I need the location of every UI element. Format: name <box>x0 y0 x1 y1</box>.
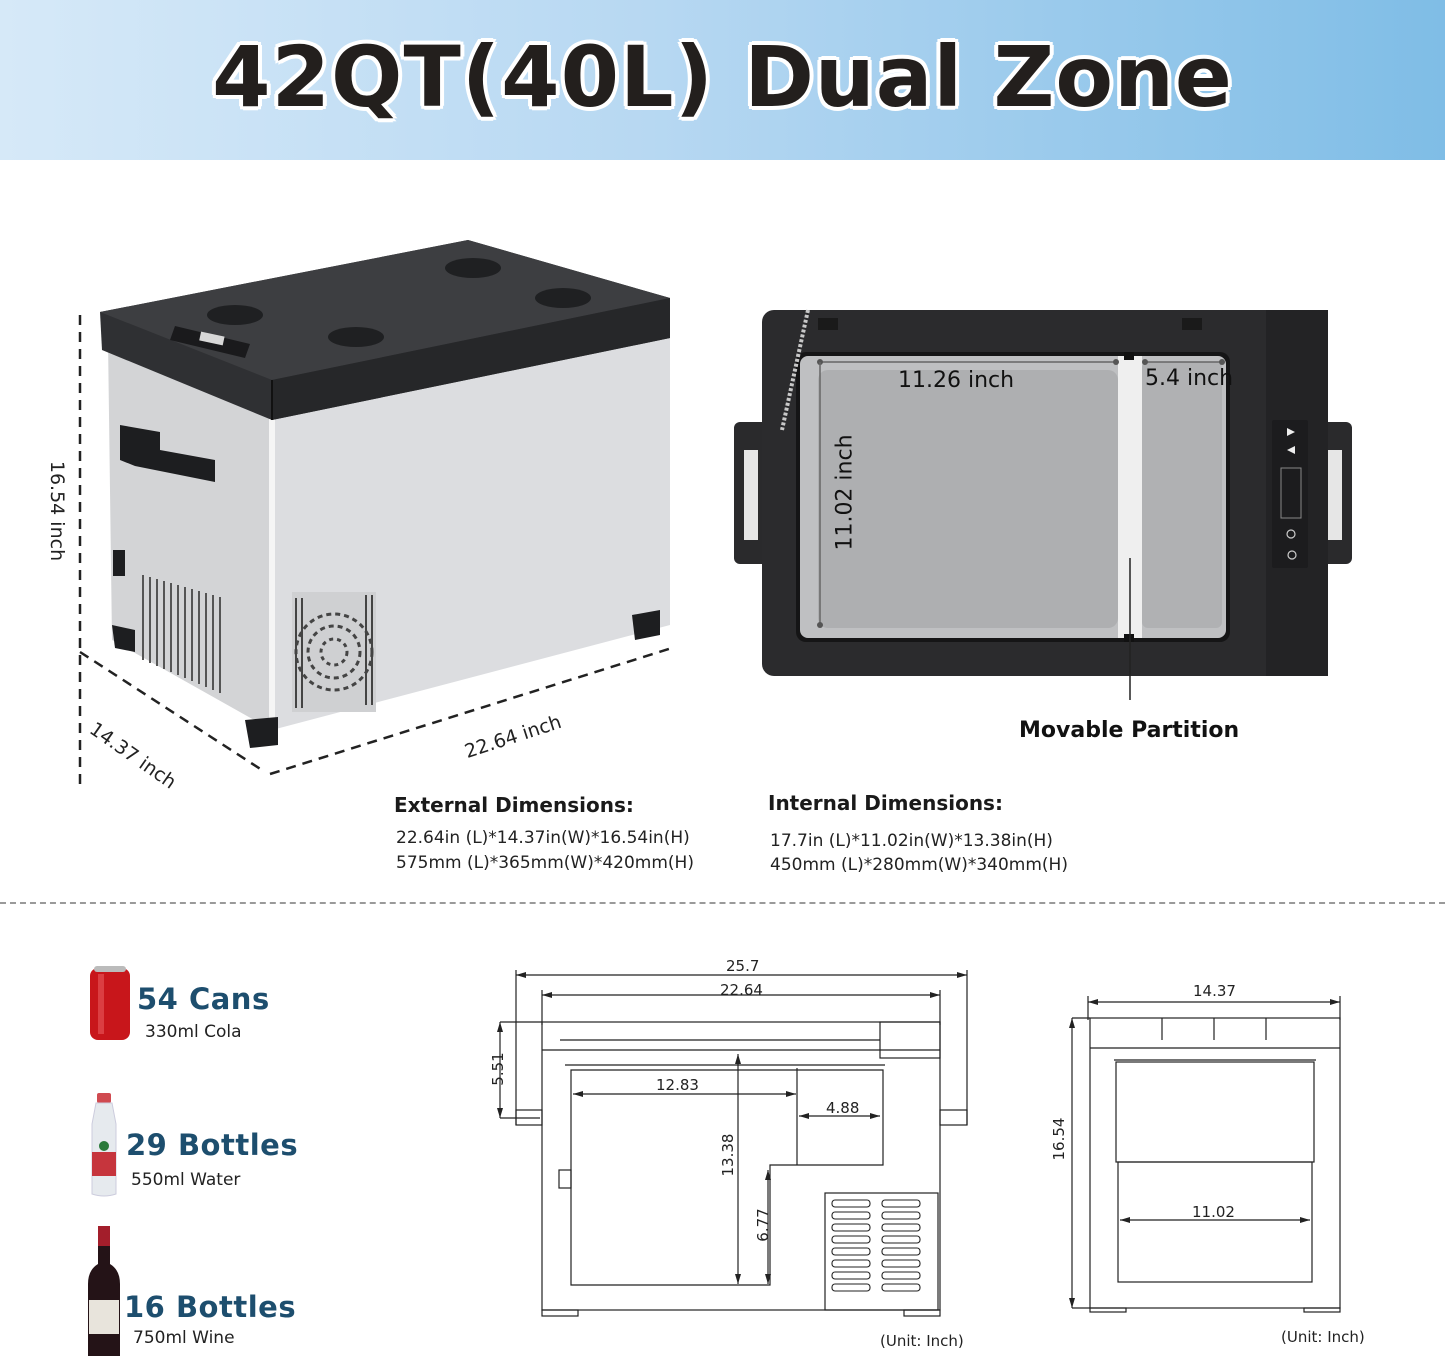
cooler-top-view <box>734 309 1352 700</box>
front-unit-label: (Unit: Inch) <box>880 1332 964 1350</box>
side-unit-label: (Unit: Inch) <box>1281 1328 1365 1346</box>
internal-dimensions-title: Internal Dimensions: <box>768 791 1003 815</box>
capacity-cans-desc: 330ml Cola <box>145 1022 242 1042</box>
lid-chain-icon <box>780 309 810 431</box>
front-internal-height: 13.38 <box>719 1133 737 1177</box>
settings-icon <box>1286 529 1296 539</box>
capacity-wine-count: 16 Bottles <box>124 1290 297 1324</box>
hinge-icon <box>1182 318 1202 330</box>
title-banner <box>0 0 1445 160</box>
page-title: 42QT(40L) Dual Zone <box>212 28 1233 126</box>
capacity-wine-desc: 750ml Wine <box>133 1328 235 1348</box>
small-zone <box>1142 362 1222 628</box>
front-technical-drawing <box>497 970 968 1317</box>
front-fan-vent-icon <box>292 592 376 712</box>
cup-holder <box>328 327 384 347</box>
external-dimensions-title: External Dimensions: <box>394 793 634 817</box>
foot <box>245 717 278 748</box>
arrow-up-icon <box>1287 428 1295 436</box>
display-icon <box>1280 467 1302 519</box>
width-dimension-line <box>79 650 266 774</box>
cup-holder <box>535 288 591 308</box>
top-length-label: 11.26 inch <box>898 368 1015 393</box>
external-dimensions-mm: 575mm (L)*365mm(W)*420mm(H) <box>396 853 694 873</box>
height-label: 16.54 inch <box>46 460 68 562</box>
side-width: 14.37 <box>1193 982 1236 1000</box>
soda-can-icon <box>90 966 130 1040</box>
capacity-water-count: 29 Bottles <box>126 1128 299 1162</box>
front-small-zone-length: 4.88 <box>826 1099 860 1117</box>
cup-holder <box>207 305 263 325</box>
arrow-down-icon <box>1287 446 1295 454</box>
front-overall-width: 25.7 <box>726 957 760 975</box>
movable-partition-callout: Movable Partition <box>1019 718 1240 743</box>
capacity-water-desc: 550ml Water <box>131 1170 241 1190</box>
front-step-height: 6.77 <box>754 1208 772 1242</box>
hinge-icon <box>818 318 838 330</box>
internal-dimensions-inches: 17.7in (L)*11.02in(W)*13.38in(H) <box>770 831 1053 851</box>
section-divider <box>0 902 1445 904</box>
water-bottle-icon <box>91 1093 117 1197</box>
internal-dimensions-mm: 450mm (L)*280mm(W)*340mm(H) <box>770 855 1068 875</box>
power-icon <box>1287 550 1297 560</box>
capacity-cans-count: 54 Cans <box>137 982 270 1016</box>
front-body-length: 22.64 <box>720 981 763 999</box>
side-height: 16.54 <box>1050 1117 1068 1161</box>
control-panel <box>1272 420 1308 568</box>
main-zone <box>818 370 1118 628</box>
side-handle-icon <box>120 425 215 482</box>
front-main-zone-length: 12.83 <box>656 1076 699 1094</box>
lcd-display-icon <box>199 331 225 346</box>
cup-holder <box>445 258 501 278</box>
front-lid-height: 5.51 <box>489 1052 507 1086</box>
top-small-zone-label: 5.4 inch <box>1145 366 1234 391</box>
length-dimension-line <box>269 646 673 776</box>
power-switch-icon <box>113 550 125 576</box>
foot <box>112 625 135 652</box>
wine-bottle-icon <box>88 1226 120 1356</box>
foot <box>632 610 660 640</box>
cooler-3d-illustration <box>78 240 673 790</box>
external-dimensions-inches: 22.64in (L)*14.37in(W)*16.54in(H) <box>396 828 690 848</box>
top-width-label: 11.02 inch <box>832 434 858 551</box>
side-internal-width: 11.02 <box>1192 1203 1235 1221</box>
side-technical-drawing <box>1069 996 1341 1313</box>
